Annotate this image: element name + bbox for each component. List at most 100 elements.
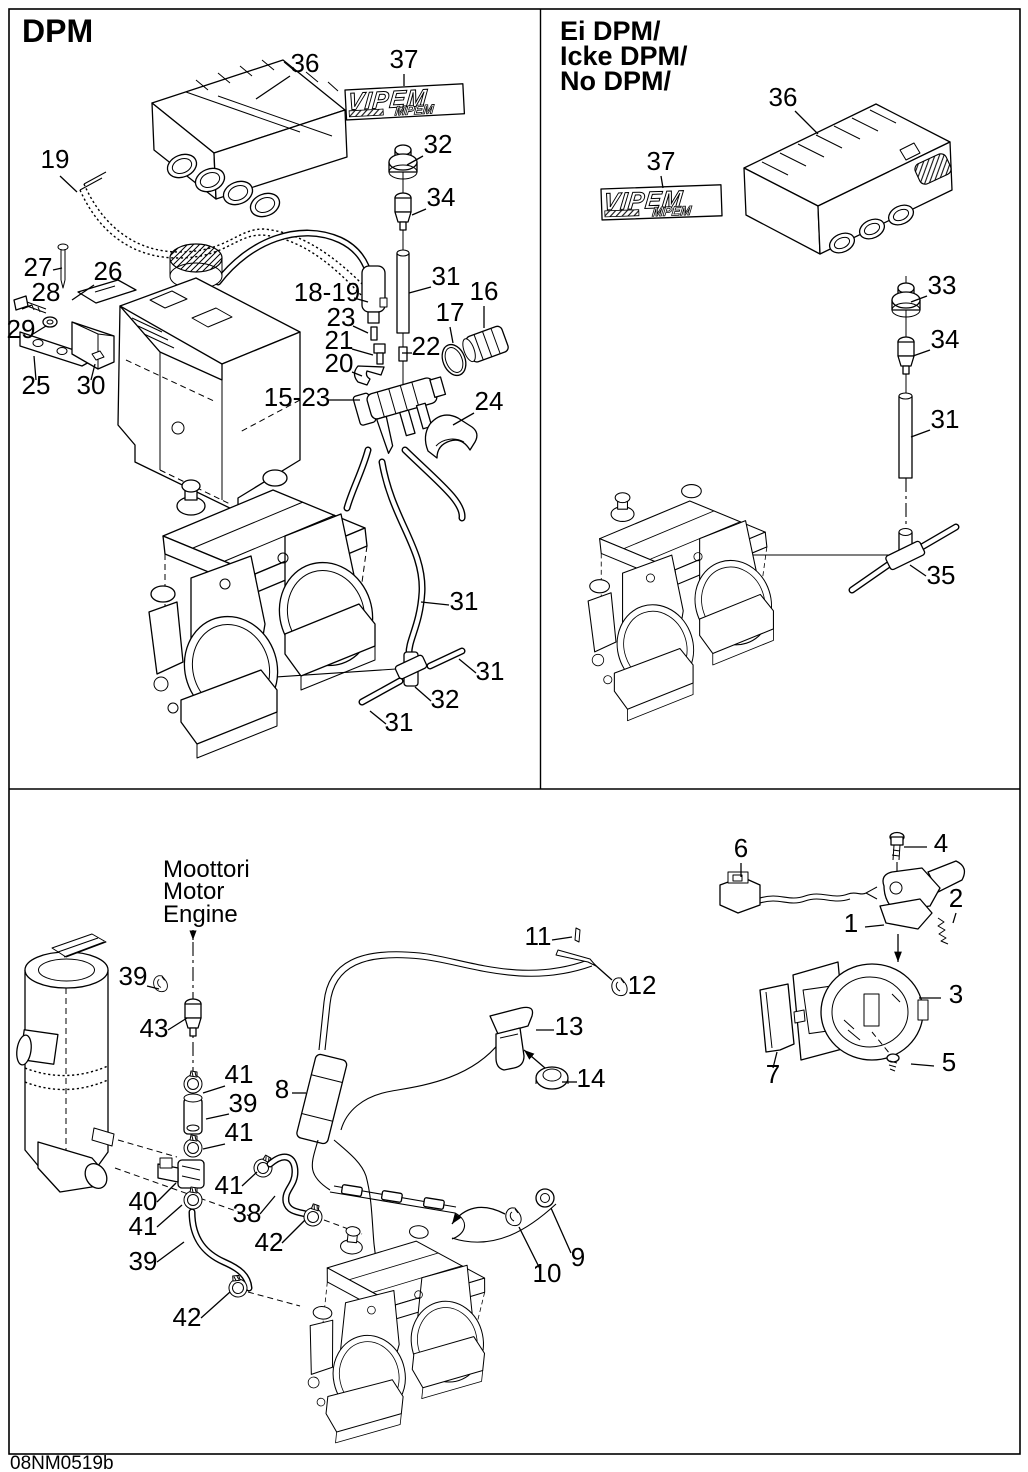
part-callout-31: 31	[476, 656, 505, 686]
callout-leader-33	[910, 295, 928, 303]
callout-leader-28	[21, 304, 33, 310]
clamp-24	[424, 414, 478, 459]
throttle-lever-1	[879, 860, 966, 930]
callout-leader-32	[406, 155, 424, 166]
vipem-sticker-dpm: VIPEM MPEM	[344, 83, 466, 121]
part-callout-16: 16	[470, 276, 499, 306]
callout-leader-31	[420, 601, 450, 606]
part-callout-38: 38	[233, 1198, 262, 1228]
part-callout-21: 21	[325, 325, 354, 355]
part-callout-8: 8	[275, 1074, 289, 1104]
pin-22	[398, 346, 408, 362]
part-callout-27: 27	[24, 252, 53, 282]
module-connectors-no-dpm	[828, 142, 952, 254]
module-connectors	[166, 153, 281, 218]
callout-leader-7	[772, 1051, 778, 1069]
part-callout-31: 31	[432, 261, 461, 291]
part-callout-31: 31	[385, 707, 414, 737]
sticker-text-mpem: MPEM	[652, 203, 694, 219]
part-callout-2: 2	[949, 883, 963, 913]
part-callout-29: 29	[7, 314, 36, 344]
part-callout-19: 19	[41, 144, 70, 174]
callout-leader-9	[550, 1207, 572, 1254]
part-callout-23: 23	[327, 302, 356, 332]
part-callout-40: 40	[129, 1186, 158, 1216]
callout-leader-25	[33, 355, 37, 381]
part-callout-36: 36	[291, 48, 320, 78]
connector-16	[462, 325, 509, 363]
part-callout-30: 30	[77, 370, 106, 400]
part-callout-6: 6	[734, 833, 748, 863]
part-callout-11: 11	[525, 921, 552, 951]
throttle-handle-parts	[719, 831, 966, 1072]
part-callout-39: 39	[119, 961, 148, 991]
part-callout-25: 25	[22, 370, 51, 400]
part-callout-42: 42	[173, 1302, 202, 1332]
callout-leader-41	[202, 1085, 226, 1094]
part-callout-41: 41	[225, 1117, 254, 1147]
callout-leader-11	[551, 936, 573, 941]
callout-leader-29	[32, 325, 47, 335]
part-callout-5: 5	[942, 1047, 956, 1077]
part-callout-42: 42	[255, 1227, 284, 1257]
pin-11	[574, 927, 581, 943]
part-callout-37: 37	[647, 146, 676, 176]
part-callout-31: 31	[931, 404, 960, 434]
part-callout-17: 17	[436, 297, 465, 327]
callout-leader-43	[167, 1017, 188, 1031]
part-callout-41: 41	[225, 1059, 254, 1089]
cable-end-rod	[555, 949, 597, 967]
part-callout-28: 28	[32, 277, 61, 307]
part-callout-7: 7	[766, 1059, 780, 1089]
callout-leader-27	[52, 267, 63, 271]
module-box-no-dpm	[743, 103, 953, 255]
part-callout-10: 10	[533, 1258, 562, 1288]
part-callout-14: 14	[577, 1063, 606, 1093]
engine-pointer-label-line1: Moottori	[163, 856, 250, 883]
part-callout-35: 35	[927, 560, 956, 590]
callout-leader-31	[458, 658, 477, 674]
callout-leader-31	[408, 286, 432, 294]
callout-leader-17	[449, 326, 454, 344]
callout-leader-31	[910, 429, 931, 438]
part-callout-3: 3	[949, 979, 963, 1009]
module-box-dpm	[151, 59, 348, 218]
hose-39b	[183, 1093, 203, 1135]
panel-title-no-dpm-line2: Icke DPM/	[560, 41, 688, 71]
part-callout-32: 32	[424, 129, 453, 159]
callout-leader-5	[910, 1063, 935, 1067]
callout-leader-41	[202, 1143, 226, 1150]
callout-leader-19	[59, 175, 78, 193]
callout-leader-18-19	[353, 297, 369, 303]
panel-title-no-dpm-line3: No DPM/	[560, 66, 671, 96]
part-callout-31: 31	[450, 586, 479, 616]
part-callout-24: 24	[475, 386, 504, 416]
part-callout-15-23: 15-23	[264, 382, 331, 412]
cable-assembly-drawing	[296, 927, 628, 1269]
grommet-14	[535, 1066, 569, 1090]
part-callout-41: 41	[215, 1170, 244, 1200]
callout-leader-39	[146, 985, 160, 990]
t-fitting-35	[848, 523, 960, 594]
callout-leader-23	[352, 325, 369, 334]
callout-leader-40	[156, 1182, 177, 1203]
part-callout-4: 4	[934, 828, 948, 858]
oil-line-part-chain	[153, 975, 363, 1307]
callout-leader-36	[794, 110, 819, 135]
cover-7	[759, 983, 806, 1053]
engine-pointer-label-line3: Engine	[163, 901, 238, 928]
callout-leader-21	[351, 348, 374, 356]
callout-leader-39	[156, 1241, 185, 1263]
part-callout-37: 37	[390, 44, 419, 74]
part-callout-12: 12	[628, 970, 657, 1000]
install-arrow	[451, 1206, 506, 1225]
callout-leader-36	[255, 75, 291, 100]
sticker-text-mpem: MPEM	[394, 101, 435, 118]
o-ring-17	[441, 343, 467, 377]
part-callout-26: 26	[94, 256, 123, 286]
part-callout-22: 22	[412, 331, 441, 361]
part-callout-34: 34	[931, 324, 960, 354]
